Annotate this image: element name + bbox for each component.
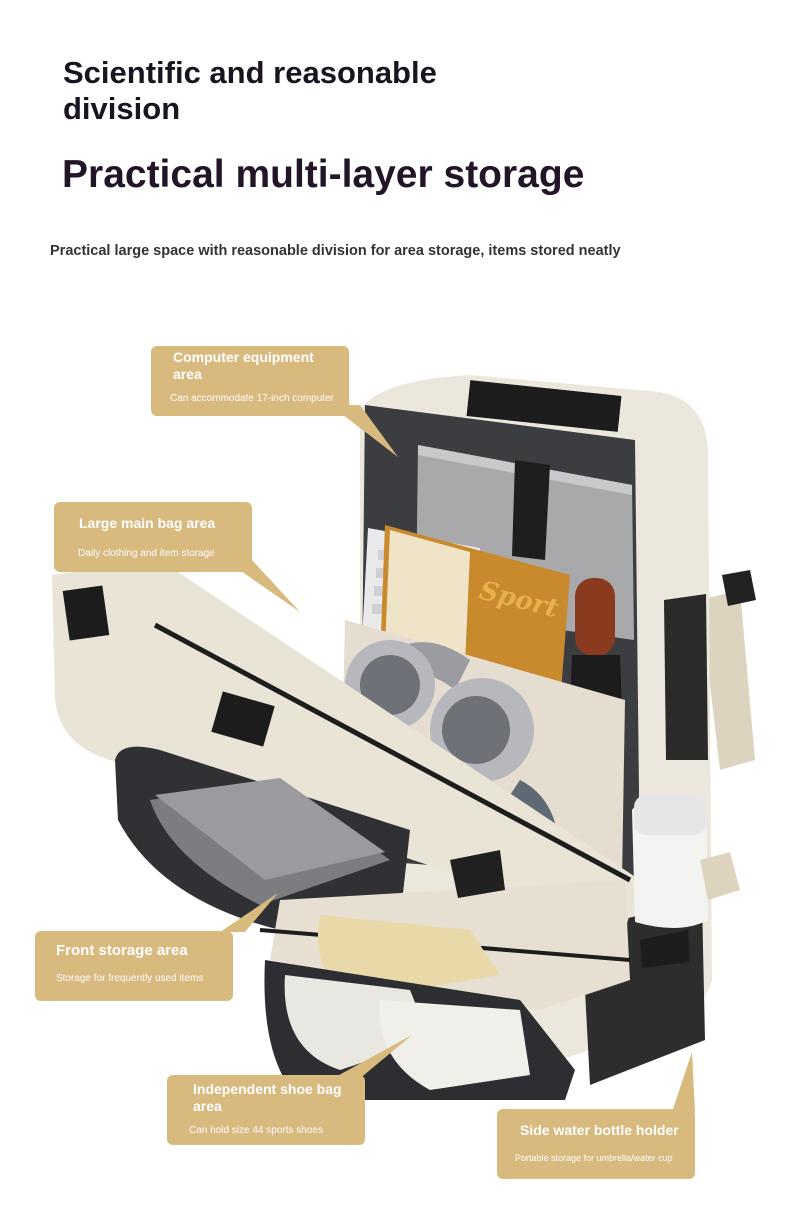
side-strap: [700, 590, 755, 770]
headline: Practical multi-layer storage: [62, 153, 585, 196]
magazine-page: [385, 530, 470, 665]
front-notebook-top: [155, 778, 385, 880]
buckle-top: [722, 570, 756, 606]
callout-title: Large main bag area: [79, 515, 216, 531]
flap-patch-left: [62, 585, 110, 641]
flap-zipper: [153, 622, 632, 883]
callout-subtitle: Can hold size 44 sports shoes: [189, 1125, 323, 1136]
callout-subtitle: Portable storage for umbrella/water cup: [515, 1153, 673, 1163]
pointer-computer: [330, 405, 398, 457]
side-buckle: [640, 930, 690, 968]
pointer-bottle: [672, 1052, 695, 1112]
callout-shoe-bag-area: Independent shoe bag area Can hold size …: [167, 1075, 365, 1145]
callout-subtitle: Daily clothing and item storage: [78, 548, 215, 559]
callout-subtitle: Storage for frequently used items: [56, 973, 204, 984]
callout-computer-area: Computer equipment area Can accommodate …: [151, 346, 349, 416]
pointer-front: [220, 893, 278, 932]
callout-front-storage-area: Front storage area Storage for frequentl…: [35, 931, 233, 1001]
subtitle: Practical large space with reasonable di…: [50, 243, 621, 259]
top-handle-patch: [466, 380, 622, 432]
section-title: Scientific and reasonable division: [63, 55, 437, 126]
shoe-right: [379, 1000, 530, 1090]
umbrella-handle: [575, 578, 615, 656]
callout-main-bag-area: Large main bag area Daily clothing and i…: [54, 502, 252, 572]
front-buckle: [450, 850, 505, 898]
bottle-cap: [634, 795, 706, 835]
callout-title: Front storage area: [56, 942, 188, 959]
laptop-strap: [512, 460, 550, 560]
callout-title: Independent shoe bag area: [193, 1081, 342, 1114]
callout-subtitle: Can accommodate 17-inch computer: [170, 393, 334, 404]
callout-title: Side water bottle holder: [520, 1122, 679, 1138]
front-flap: [52, 560, 640, 930]
backpack-illustration: Sport: [52, 375, 756, 1100]
pointer-main-bag: [225, 560, 300, 612]
side-strap-lower: [700, 852, 740, 900]
side-mesh-upper: [664, 594, 708, 760]
pointer-shoe: [330, 1035, 412, 1080]
callout-title: Computer equipment area: [173, 349, 314, 382]
flap-patch-right: [211, 691, 275, 747]
callout-water-bottle-holder: Side water bottle holder Portable storag…: [497, 1109, 695, 1179]
